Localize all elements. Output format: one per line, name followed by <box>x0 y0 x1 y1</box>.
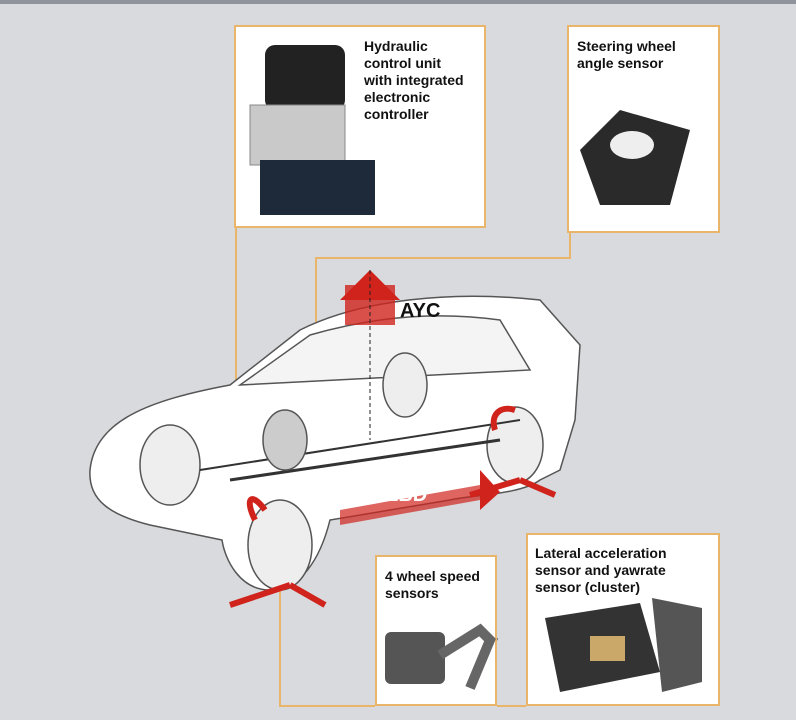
ayc-tag: AYC <box>400 300 441 322</box>
label-line: sensor and yawrate <box>535 562 666 578</box>
label-line: Hydraulic <box>364 38 428 54</box>
top-border <box>0 0 796 4</box>
label-line: Lateral acceleration <box>535 545 667 561</box>
wheel-force-arrows <box>229 405 557 608</box>
steering-label: Steering wheel angle sensor <box>577 38 676 72</box>
label-line: sensors <box>385 585 439 601</box>
lateral-label: Lateral acceleration sensor and yawrate … <box>535 545 667 596</box>
wheel-speed-label: 4 wheel speed sensors <box>385 568 480 602</box>
ayc-arrows <box>340 270 400 440</box>
car-body <box>89 295 581 591</box>
label-line: with integrated <box>364 72 464 88</box>
label-line: controller <box>364 106 429 122</box>
label-line: 4 wheel speed <box>385 568 480 584</box>
label-line: control unit <box>364 55 441 71</box>
label-line: sensor (cluster) <box>535 579 641 595</box>
label-line: electronic <box>364 89 431 105</box>
label-line: Steering wheel <box>577 38 676 54</box>
ebd-tag: EBD <box>385 484 428 506</box>
hydraulic-label: Hydraulic control unit with integrated e… <box>364 38 464 123</box>
label-line: angle sensor <box>577 55 664 71</box>
